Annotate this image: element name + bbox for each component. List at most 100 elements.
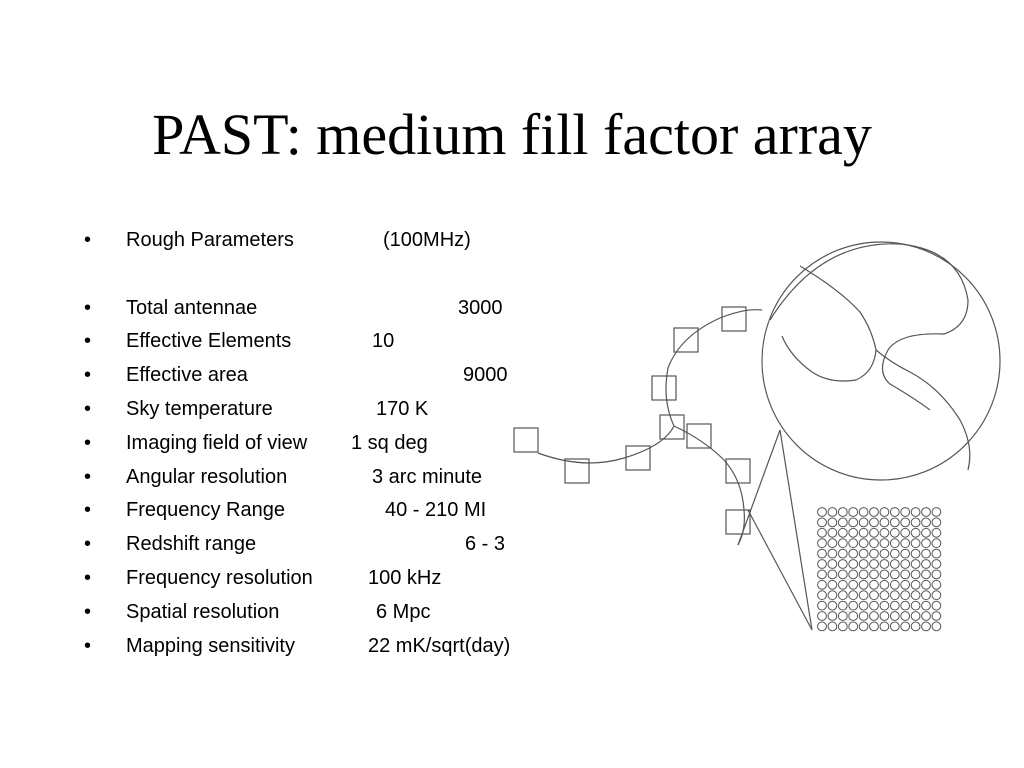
station-square (625, 445, 651, 471)
antenna-element (889, 559, 900, 569)
antenna-element (889, 621, 900, 632)
item-value: 170 K (376, 397, 429, 420)
antenna-element (879, 579, 890, 590)
antenna-element (869, 559, 879, 569)
item-value: 9000 (463, 364, 508, 387)
item-label: Sky temperature (126, 397, 273, 420)
antenna-element (910, 579, 921, 590)
antenna-element (889, 579, 900, 590)
antenna-element (931, 507, 942, 517)
station-square (673, 327, 699, 353)
item-label: Imaging field of view (126, 431, 308, 454)
antenna-element (827, 538, 838, 549)
antenna-element (900, 611, 911, 621)
station-square (686, 423, 712, 449)
antenna-element (817, 569, 827, 580)
antenna-element (869, 507, 879, 517)
antenna-element (910, 611, 921, 621)
antenna-element (837, 600, 848, 611)
antenna-element (869, 579, 879, 590)
antenna-element-grid (817, 507, 942, 632)
antenna-element (900, 600, 911, 611)
antenna-element (879, 527, 890, 538)
item-value: 3000 (458, 296, 503, 319)
item-label: Redshift range (126, 533, 257, 556)
antenna-element (900, 517, 911, 528)
bullet-icon: • (84, 499, 92, 522)
antenna-element (869, 621, 879, 632)
antenna-element (837, 559, 848, 569)
antenna-element (921, 621, 931, 632)
antenna-element (900, 507, 911, 517)
antenna-element (900, 538, 911, 549)
antenna-element (869, 569, 879, 580)
antenna-element (817, 527, 827, 538)
bullet-icon: • (84, 600, 92, 623)
antenna-element (827, 569, 838, 580)
antenna-element (848, 621, 859, 632)
antenna-element (931, 527, 942, 538)
item-value: 1 sq deg (351, 431, 428, 454)
antenna-element (879, 559, 890, 569)
antenna-element (858, 611, 869, 621)
antenna-element (921, 548, 931, 559)
diagram-mask (512, 280, 780, 540)
antenna-element (848, 600, 859, 611)
antenna-element (889, 538, 900, 549)
antenna-element (827, 621, 838, 632)
antenna-element (837, 548, 848, 559)
connector-line (779, 429, 813, 631)
antenna-element (817, 507, 827, 517)
item-label: Frequency resolution (126, 566, 313, 589)
antenna-element (827, 559, 838, 569)
antenna-element (848, 527, 859, 538)
antenna-element (921, 611, 931, 621)
antenna-element (910, 548, 921, 559)
antenna-element (889, 548, 900, 559)
antenna-element (889, 590, 900, 601)
antenna-element (858, 527, 869, 538)
bullet-icon: • (84, 364, 92, 387)
antenna-element (869, 600, 879, 611)
antenna-element (900, 527, 911, 538)
antenna-element (869, 538, 879, 549)
antenna-element (931, 538, 942, 549)
antenna-element (848, 579, 859, 590)
antenna-element (817, 538, 827, 549)
bullet-icon: • (84, 566, 92, 589)
antenna-element (889, 507, 900, 517)
antenna-element (900, 548, 911, 559)
station-square (721, 306, 747, 332)
antenna-element (910, 517, 921, 528)
antenna-element (921, 559, 931, 569)
list-item: •Rough Parameters(100MHz) (84, 224, 510, 258)
station-square (659, 414, 685, 440)
antenna-element (931, 621, 942, 632)
antenna-element (827, 611, 838, 621)
bullet-icon: • (84, 296, 92, 319)
antenna-element (858, 579, 869, 590)
item-value: 22 mK/sqrt(day) (368, 634, 511, 657)
antenna-element (931, 590, 942, 601)
antenna-element (817, 600, 827, 611)
antenna-element (837, 517, 848, 528)
antenna-element (827, 590, 838, 601)
antenna-element (879, 600, 890, 611)
antenna-element (869, 611, 879, 621)
antenna-element (837, 507, 848, 517)
antenna-element (858, 559, 869, 569)
antenna-element (827, 548, 838, 559)
antenna-element (848, 590, 859, 601)
antenna-element (921, 579, 931, 590)
antenna-element (817, 590, 827, 601)
antenna-element (848, 538, 859, 549)
antenna-element (858, 548, 869, 559)
slide-title: PAST: medium fill factor array (152, 102, 872, 167)
item-value: 6 - 3 (465, 533, 506, 556)
antenna-element (931, 517, 942, 528)
bullet-icon: • (84, 229, 92, 251)
antenna-element (879, 507, 890, 517)
